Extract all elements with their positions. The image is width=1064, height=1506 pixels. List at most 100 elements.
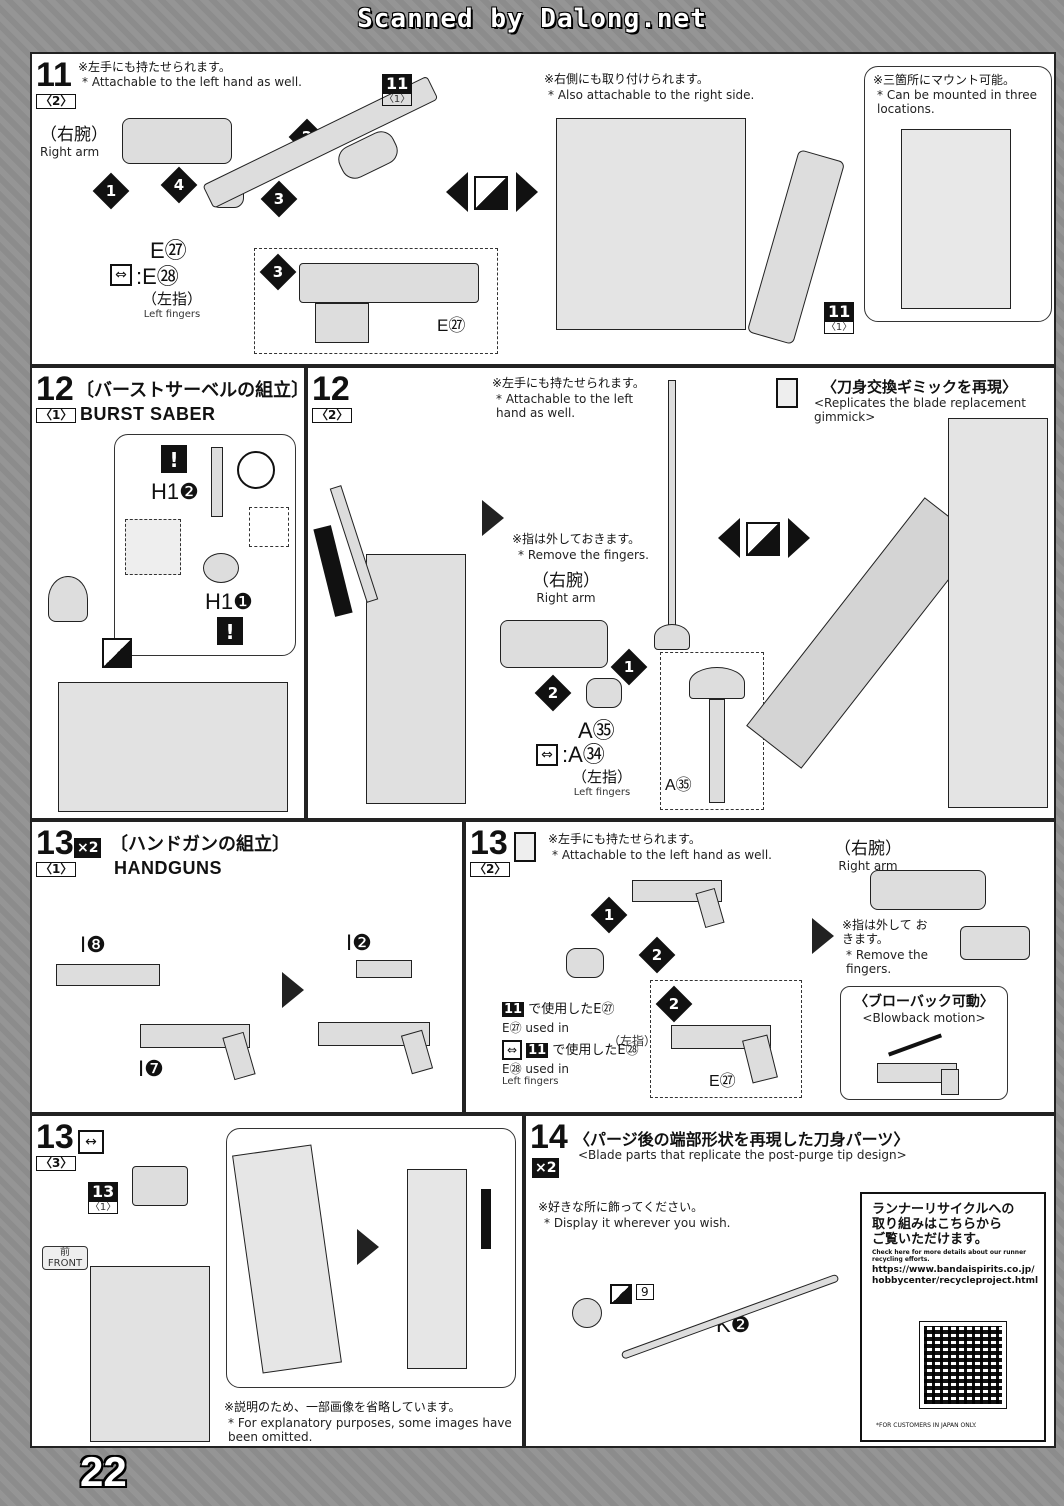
mount-callout: ※三箇所にマウント可能。 * Can be mounted in three l…	[864, 66, 1052, 322]
used-en: E㉗ used in	[502, 1021, 570, 1035]
arrow-left-icon	[718, 518, 740, 558]
substep-label: 〈1〉	[36, 862, 77, 877]
detail-inset	[125, 519, 181, 575]
used2-jp: で使用したE㉘	[552, 1043, 639, 1058]
step-number: 13	[470, 824, 508, 862]
fingers-jp: （左指）	[142, 290, 203, 308]
handgun-part	[132, 1166, 188, 1206]
panel-step13-2: 13 〈2〉 ※左手にも持たせられます。 * Attachable to the…	[464, 820, 1056, 1114]
down-arrow-icon	[481, 1189, 491, 1249]
ref-step-number: 11	[382, 74, 413, 93]
skirt-detail-part	[232, 1144, 342, 1374]
arrow-right-icon	[516, 172, 538, 212]
fingers-jp: （左指）	[572, 768, 633, 786]
front-badge: 前 FRONT	[42, 1246, 88, 1270]
part-label-e27: E㉗	[150, 238, 187, 263]
arm-label: （右腕） Right arm	[834, 834, 902, 873]
inset-marker-2: 2	[655, 985, 693, 1023]
substep-label: 〈2〉	[312, 408, 353, 423]
note-jp: ※左手にも持たせられます。	[78, 60, 231, 74]
mount-note-en: * Can be mounted in three locations.	[877, 88, 1038, 116]
remove-en: * Remove the fingers.	[846, 948, 929, 976]
swap-icon: ⇔	[110, 264, 132, 286]
ref-step-box: 13 〈1〉	[88, 1182, 119, 1214]
arrow-left-icon	[446, 172, 468, 212]
saber-guard-part	[654, 624, 690, 650]
skirt-attached-part	[407, 1169, 467, 1369]
fingers-label: （左指） Left fingers	[142, 288, 202, 320]
swap-arrows	[718, 518, 814, 558]
blowback-en: <Blowback motion>	[862, 1011, 986, 1025]
recycle-url-2[interactable]: hobbycenter/recycleproject.html	[872, 1276, 1039, 1286]
part-label-i2: I❷	[346, 930, 372, 955]
qr-code-icon[interactable]	[919, 1321, 1007, 1409]
panel-step11-2: 11 〈2〉 ※左手にも持たせられます。 * Attachable to the…	[30, 52, 1056, 366]
panel-step13-3: 13 〈3〉 ↔ 13 〈1〉 前 FRONT ※説明のため、一部画像を省略して…	[30, 1114, 524, 1448]
arm-label-en: Right arm	[838, 859, 898, 873]
inset-handgun-grip	[742, 1034, 778, 1084]
arm-label-en: Right arm	[40, 145, 100, 159]
swap-icon: ⇔	[502, 1040, 522, 1060]
note-en: * Attachable to the left hand as well.	[82, 75, 302, 89]
inset-part-label: E㉗	[709, 1073, 736, 1090]
step-marker-3: 3	[260, 180, 298, 218]
ref-step-11-a: 11	[502, 1002, 525, 1017]
inset-grip-part	[315, 303, 369, 343]
part-label-i8: I❽	[80, 932, 106, 957]
step-number: 11	[36, 56, 72, 94]
remove-en: * Remove the fingers.	[518, 548, 649, 562]
part-label-h1-2: H1❷	[151, 479, 199, 504]
panel-step14: 14 ×2 〈パージ後の端部形状を再現した刀身パーツ〉 <Blade parts…	[524, 1114, 1056, 1448]
backpack-mount-part	[58, 682, 288, 812]
part-label-a35: A㉟	[578, 718, 615, 743]
substep-label: 〈2〉	[36, 94, 77, 109]
step-number: 14	[530, 1118, 568, 1156]
swap-icon: ⇔	[536, 744, 558, 766]
right-arm-part	[500, 620, 608, 668]
note-jp: ※好きな所に飾ってください。	[538, 1200, 704, 1214]
substep-label: 〈1〉	[36, 408, 77, 423]
recycle-jp-2: 取り組みはこちらから	[872, 1217, 1003, 1232]
arm-label: （右腕） Right arm	[40, 120, 108, 159]
ref-step-box: 11 〈1〉	[382, 74, 413, 106]
ref-step-sub: 〈1〉	[88, 1201, 119, 1214]
blade-tip-part	[572, 1298, 602, 1328]
recycle-url-1[interactable]: https://www.bandaispirits.co.jp/	[872, 1265, 1035, 1275]
recycle-en: Check here for more details about our ru…	[872, 1249, 1027, 1263]
mount-backpack-part	[901, 129, 1011, 309]
mount-note-jp: ※三箇所にマウント可能。	[873, 73, 1016, 87]
used-jp: で使用したE㉗	[528, 1002, 615, 1017]
caution-icon-2: !	[217, 617, 243, 645]
remove-jp: ※指は外して おきます。	[842, 918, 928, 946]
inset-marker-3: 3	[259, 253, 297, 291]
swap-arrows	[446, 172, 542, 212]
blade-detail-inset: A㉟	[660, 652, 764, 810]
blade-swap-icon	[776, 378, 798, 408]
step-marker-1: 1	[92, 172, 130, 210]
part-label-i7: I❼	[138, 1056, 164, 1081]
inset-step3: 3 E㉗	[254, 248, 498, 354]
next-arrow-icon	[357, 1229, 379, 1265]
caution-icon: !	[161, 445, 187, 473]
arm-label: （右腕） Right arm	[532, 566, 600, 605]
substep-label: 〈2〉	[470, 862, 511, 877]
recycle-footnote: *FOR CUSTOMERS IN JAPAN ONLY.	[876, 1422, 977, 1429]
part-label-e28: :E㉘	[136, 264, 179, 289]
note-jp: ※左手にも持たせられます。	[492, 376, 645, 390]
multiplier-badge: ×2	[74, 838, 102, 858]
next-arrow-icon	[482, 500, 504, 536]
ref-step-sub: 〈1〉	[382, 93, 413, 106]
handgun-slide-part	[56, 964, 160, 986]
panel-step13-1: 13 〈1〉 ×2 〔ハンドガンの組立〕 HANDGUNS I❽ I❼ I❷	[30, 820, 464, 1114]
left-fingers-jp: （左指）	[608, 1034, 657, 1048]
ref2-step-sub: 〈1〉	[824, 321, 855, 334]
handgun-top-part	[356, 960, 412, 978]
inset-rifle-part	[299, 263, 479, 303]
arm-label-jp: （右腕）	[532, 571, 600, 591]
hand-part	[586, 678, 622, 708]
gimmick-body-part	[948, 418, 1048, 808]
recycle-jp-3: ご覧いただけます。	[872, 1232, 988, 1247]
blowback-callout: 〈ブローバック可動〉 <Blowback motion>	[840, 986, 1008, 1100]
blowback-jp: 〈ブローバック可動〉	[854, 994, 994, 1010]
